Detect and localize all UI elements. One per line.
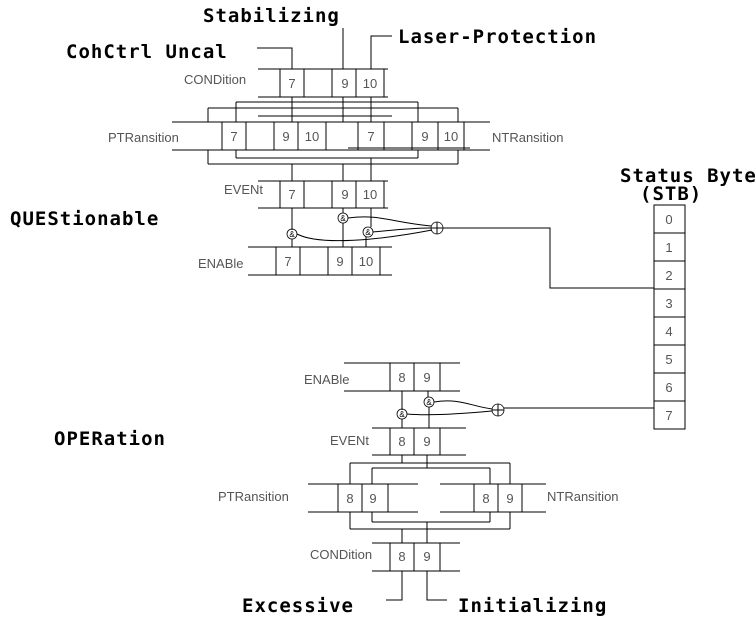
q-ptr-bit-7: 7 bbox=[230, 129, 237, 144]
label-questionable: QUEStionable bbox=[10, 208, 159, 230]
q-condition-register: 7 9 10 bbox=[258, 68, 388, 98]
label-stabilizing: Stabilizing bbox=[203, 5, 340, 27]
o-event-label: EVENt bbox=[330, 433, 369, 448]
o-cond-bit-8: 8 bbox=[398, 549, 405, 564]
q-ptransition-label: PTRansition bbox=[108, 130, 179, 145]
q-cond-bit-9: 9 bbox=[341, 76, 348, 91]
o-event-to-transition-bus bbox=[349, 455, 511, 484]
stb-bit-7: 7 bbox=[665, 408, 672, 423]
leader-initializing bbox=[426, 571, 447, 601]
label-operation: OPERation bbox=[54, 428, 166, 450]
q-enable-bit-10: 10 bbox=[359, 254, 373, 269]
label-cohctrl-uncal: CohCtrl Uncal bbox=[66, 41, 228, 63]
o-logic: & & bbox=[396, 391, 654, 428]
q-transition-registers: 7 9 10 7 9 10 bbox=[172, 121, 490, 151]
q-event-label: EVENt bbox=[224, 182, 263, 197]
leader-laser bbox=[370, 35, 392, 69]
o-enable-bit-9: 9 bbox=[423, 370, 430, 385]
stb-bit-0: 0 bbox=[665, 212, 672, 227]
o-condition-label: CONDition bbox=[310, 547, 372, 562]
q-enable-bit-9: 9 bbox=[336, 254, 343, 269]
svg-text:&: & bbox=[426, 398, 432, 407]
o-enable-register: 8 9 bbox=[344, 362, 460, 392]
stb-bit-1: 1 bbox=[665, 240, 672, 255]
o-event-bit-8: 8 bbox=[398, 434, 405, 449]
label-excessive: Excessive bbox=[242, 595, 354, 617]
leader-excessive bbox=[386, 571, 403, 601]
q-ntr-bit-7: 7 bbox=[367, 129, 374, 144]
label-initializing: Initializing bbox=[458, 595, 607, 617]
o-ptr-bit-9: 9 bbox=[369, 491, 376, 506]
q-cond-bit-10: 10 bbox=[363, 76, 377, 91]
o-transition-to-condition-bus bbox=[349, 512, 511, 543]
q-enable-bit-7: 7 bbox=[284, 254, 291, 269]
svg-text:&: & bbox=[340, 214, 346, 223]
o-ptr-bit-8: 8 bbox=[346, 491, 353, 506]
o-transition-registers: 8 9 8 9 bbox=[308, 483, 546, 513]
q-event-register: 7 9 10 bbox=[258, 180, 388, 209]
svg-text:&: & bbox=[289, 230, 295, 239]
label-status-byte: Status Byte bbox=[620, 165, 755, 187]
o-event-bit-9: 9 bbox=[423, 434, 430, 449]
svg-text:&: & bbox=[365, 228, 371, 237]
q-logic: & & & bbox=[286, 208, 654, 289]
o-enable-label: ENABle bbox=[304, 372, 350, 387]
q-condition-label: CONDition bbox=[184, 72, 246, 87]
o-event-register: 8 9 bbox=[372, 427, 466, 456]
stb-bit-5: 5 bbox=[665, 352, 672, 367]
stb-bit-3: 3 bbox=[665, 296, 672, 311]
o-ptransition-label: PTRansition bbox=[218, 489, 289, 504]
label-stb: (STB) bbox=[640, 183, 702, 205]
q-ntr-bit-9: 9 bbox=[421, 129, 428, 144]
q-enable-label: ENABle bbox=[198, 256, 244, 271]
q-ntr-bit-10: 10 bbox=[444, 129, 458, 144]
label-laser-protection: Laser-Protection bbox=[398, 26, 597, 48]
q-event-bit-9: 9 bbox=[341, 187, 348, 202]
o-ntr-bit-8: 8 bbox=[482, 491, 489, 506]
stb-bit-2: 2 bbox=[665, 268, 672, 283]
q-cond-to-transition-bus bbox=[207, 97, 459, 122]
svg-text:&: & bbox=[399, 410, 405, 419]
o-ntr-bit-9: 9 bbox=[506, 491, 513, 506]
stb-register: 0 1 2 3 4 5 6 7 bbox=[653, 204, 686, 430]
q-enable-register: 7 9 10 bbox=[248, 246, 392, 276]
o-enable-bit-8: 8 bbox=[398, 370, 405, 385]
q-ptr-bit-9: 9 bbox=[282, 129, 289, 144]
q-event-bit-7: 7 bbox=[288, 187, 295, 202]
q-cond-bit-7: 7 bbox=[288, 76, 295, 91]
q-event-bit-10: 10 bbox=[363, 187, 377, 202]
o-condition-register: 8 9 bbox=[372, 542, 460, 572]
o-cond-bit-9: 9 bbox=[423, 549, 430, 564]
stb-bit-6: 6 bbox=[665, 380, 672, 395]
leader-cohctrl bbox=[257, 47, 293, 69]
q-transition-to-event-bus bbox=[207, 150, 459, 181]
o-ntransition-label: NTRansition bbox=[547, 489, 619, 504]
q-ptr-bit-10: 10 bbox=[305, 129, 319, 144]
q-ntransition-label: NTRansition bbox=[492, 130, 564, 145]
stb-bit-4: 4 bbox=[665, 324, 672, 339]
